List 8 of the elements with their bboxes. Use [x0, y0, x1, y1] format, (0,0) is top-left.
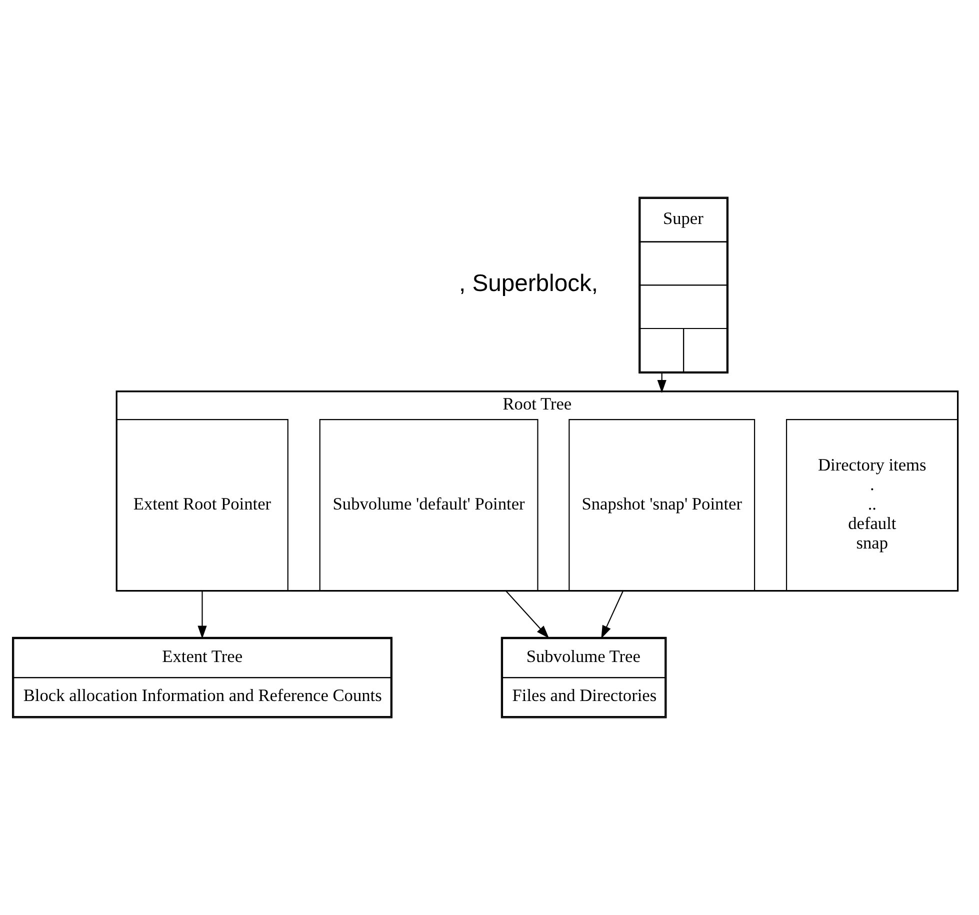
node-box: Subvolume 'default' Pointer	[319, 419, 538, 592]
arrow	[505, 590, 550, 638]
arrow	[601, 590, 624, 639]
arrow	[198, 590, 207, 639]
node-box: Extent Root Pointer	[116, 419, 288, 592]
node-box: Directory items . .. default snap	[786, 419, 958, 592]
label: , Superblock,	[458, 270, 598, 298]
node-box: Snapshot 'snap' Pointer	[568, 419, 756, 592]
